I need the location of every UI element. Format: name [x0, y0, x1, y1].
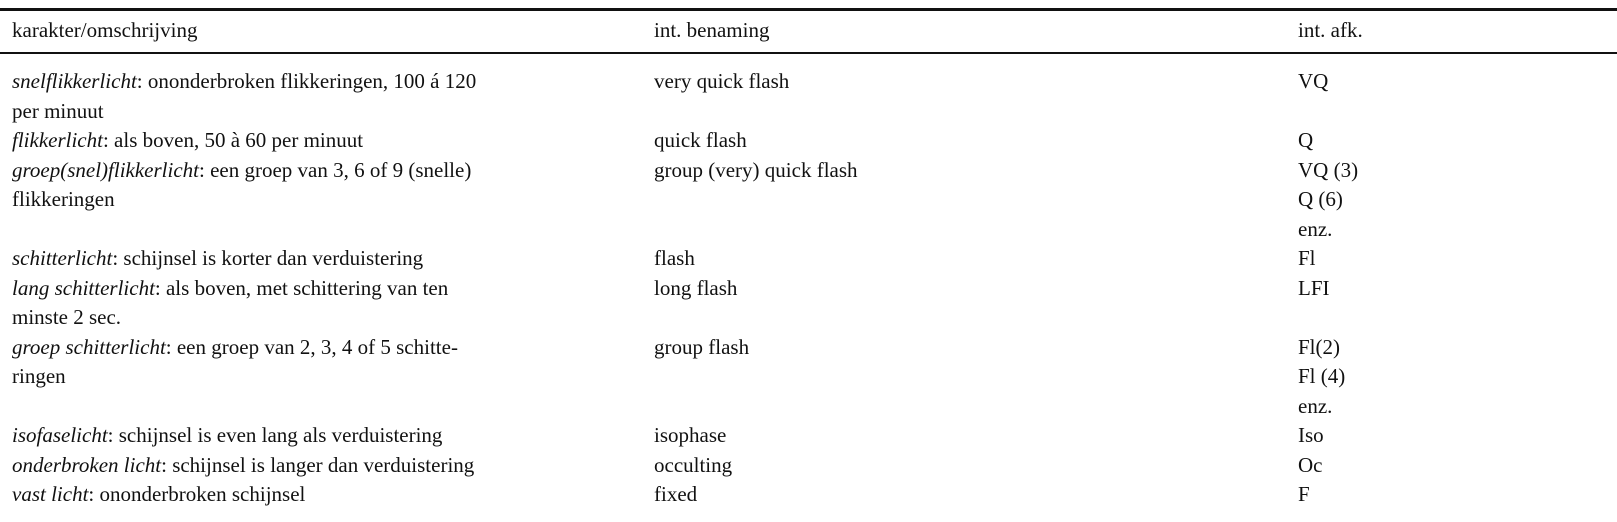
description-text: : schijnsel is even lang als verduisteri…: [107, 423, 443, 447]
abbreviation-line: enz.: [1298, 393, 1333, 418]
light-term: vast licht: [12, 482, 89, 506]
description-line: snelflikkerlicht: ononderbroken flikkeri…: [12, 67, 612, 97]
table-row: snelflikkerlicht: ononderbroken flikkeri…: [0, 67, 1617, 126]
cell-abbreviation: Q: [1298, 126, 1598, 156]
cell-description: groep(snel)flikkerlicht: een groep van 3…: [12, 156, 612, 215]
table-row: flikkerlicht: als boven, 50 à 60 per min…: [0, 126, 1617, 156]
description-line: vast licht: ononderbroken schijnsel: [12, 480, 612, 510]
description-text: : als boven, met schittering van ten: [154, 275, 449, 300]
cell-international-name: group flash: [654, 334, 750, 359]
description-line: schitterlicht: schijnsel is korter dan v…: [12, 244, 612, 274]
abbreviation-line: Fl (4): [1298, 364, 1346, 388]
abbreviation-line: Iso: [1298, 423, 1324, 447]
cell-international-name: very quick flash: [654, 69, 790, 93]
table-header-rule: [0, 52, 1617, 54]
cell-description: lang schitterlicht: als boven, met schit…: [12, 274, 612, 333]
table-row: groep schitterlicht: een groep van 2, 3,…: [0, 333, 1617, 422]
light-term: flikkerlicht: [12, 128, 103, 152]
table-row: isofaselicht: schijnsel is even lang als…: [0, 421, 1617, 451]
description-text: : ononderbroken schijnsel: [88, 482, 306, 506]
cell-abbreviation: Iso: [1298, 421, 1598, 451]
description-line: isofaselicht: schijnsel is even lang als…: [12, 421, 612, 451]
abbreviation-line: Q: [1298, 128, 1314, 152]
light-term: groep(snel)flikkerlicht: [12, 157, 199, 182]
light-term: groep schitterlicht: [12, 334, 166, 359]
description-text: : ononderbroken flikkeringen, 100 á 120: [136, 69, 477, 93]
cell-abbreviation: VQ (3) Q (6) enz.: [1298, 156, 1598, 245]
abbreviation-line: enz.: [1298, 216, 1333, 241]
cell-international-name: fixed: [654, 482, 698, 506]
light-term: schitterlicht: [12, 246, 113, 270]
light-term: snelflikkerlicht: [12, 69, 137, 93]
description-text: : schijnsel is korter dan verduistering: [112, 246, 424, 270]
cell-abbreviation: Fl(2) Fl (4) enz.: [1298, 333, 1598, 422]
light-term: isofaselicht: [12, 423, 108, 447]
cell-abbreviation: VQ: [1298, 67, 1598, 97]
abbreviation-line: Fl: [1298, 246, 1316, 270]
table-header-name: int. benaming: [654, 18, 770, 42]
cell-abbreviation: LFI: [1298, 274, 1598, 304]
description-continuation: flikkeringen: [12, 187, 115, 211]
description-line: flikkerlicht: als boven, 50 à 60 per min…: [12, 126, 612, 156]
description-text: : een groep van 2, 3, 4 of 5 schitte-: [165, 334, 458, 359]
cell-international-name: occulting: [654, 452, 733, 477]
abbreviation-line: VQ (3): [1298, 157, 1359, 182]
description-continuation: per minuut: [12, 98, 104, 123]
cell-description: snelflikkerlicht: ononderbroken flikkeri…: [12, 67, 612, 126]
cell-international-name: group (very) quick flash: [654, 157, 858, 182]
description-line: onderbroken licht: schijnsel is langer d…: [12, 451, 612, 481]
cell-abbreviation: F: [1298, 480, 1598, 510]
abbreviation-line: Q (6): [1298, 187, 1343, 211]
cell-international-name: quick flash: [654, 128, 747, 152]
abbreviation-line: LFI: [1298, 275, 1330, 300]
abbreviation-line: Fl(2): [1298, 334, 1340, 359]
light-term: lang schitterlicht: [12, 275, 155, 300]
description-text: : schijnsel is langer dan verduistering: [161, 452, 475, 477]
table-row: lang schitterlicht: als boven, met schit…: [0, 274, 1617, 333]
table-row: onderbroken licht: schijnsel is langer d…: [0, 451, 1617, 481]
cell-international-name: flash: [654, 246, 695, 270]
abbreviation-line: Oc: [1298, 452, 1323, 477]
table-row: vast licht: ononderbroken schijnsel fixed…: [0, 480, 1617, 510]
table-row: groep(snel)flikkerlicht: een groep van 3…: [0, 156, 1617, 245]
cell-international-name: isophase: [654, 423, 727, 447]
abbreviation-line: VQ: [1298, 69, 1329, 93]
description-line: lang schitterlicht: als boven, met schit…: [12, 274, 612, 304]
cell-abbreviation: Fl: [1298, 244, 1598, 274]
description-text: : als boven, 50 à 60 per minuut: [102, 128, 364, 152]
cell-description: isofaselicht: schijnsel is even lang als…: [12, 421, 612, 451]
cell-international-name: long flash: [654, 275, 738, 300]
cell-description: flikkerlicht: als boven, 50 à 60 per min…: [12, 126, 612, 156]
cell-description: onderbroken licht: schijnsel is langer d…: [12, 451, 612, 481]
description-line: groep(snel)flikkerlicht: een groep van 3…: [12, 156, 612, 186]
cell-description: schitterlicht: schijnsel is korter dan v…: [12, 244, 612, 274]
table-row: schitterlicht: schijnsel is korter dan v…: [0, 244, 1617, 274]
description-line: groep schitterlicht: een groep van 2, 3,…: [12, 333, 612, 363]
description-continuation: ringen: [12, 364, 66, 388]
table-header-description: karakter/omschrijving: [12, 18, 198, 42]
cell-description: vast licht: ononderbroken schijnsel: [12, 480, 612, 510]
description-text: : een groep van 3, 6 of 9 (snelle): [199, 157, 472, 182]
cell-abbreviation: Oc: [1298, 451, 1598, 481]
table-top-rule: [0, 8, 1617, 11]
abbreviation-line: F: [1298, 482, 1310, 506]
light-term: onderbroken licht: [12, 452, 162, 477]
table-header-abbreviation: int. afk.: [1298, 18, 1363, 42]
cell-description: groep schitterlicht: een groep van 2, 3,…: [12, 333, 612, 392]
description-continuation: minste 2 sec.: [12, 305, 122, 329]
